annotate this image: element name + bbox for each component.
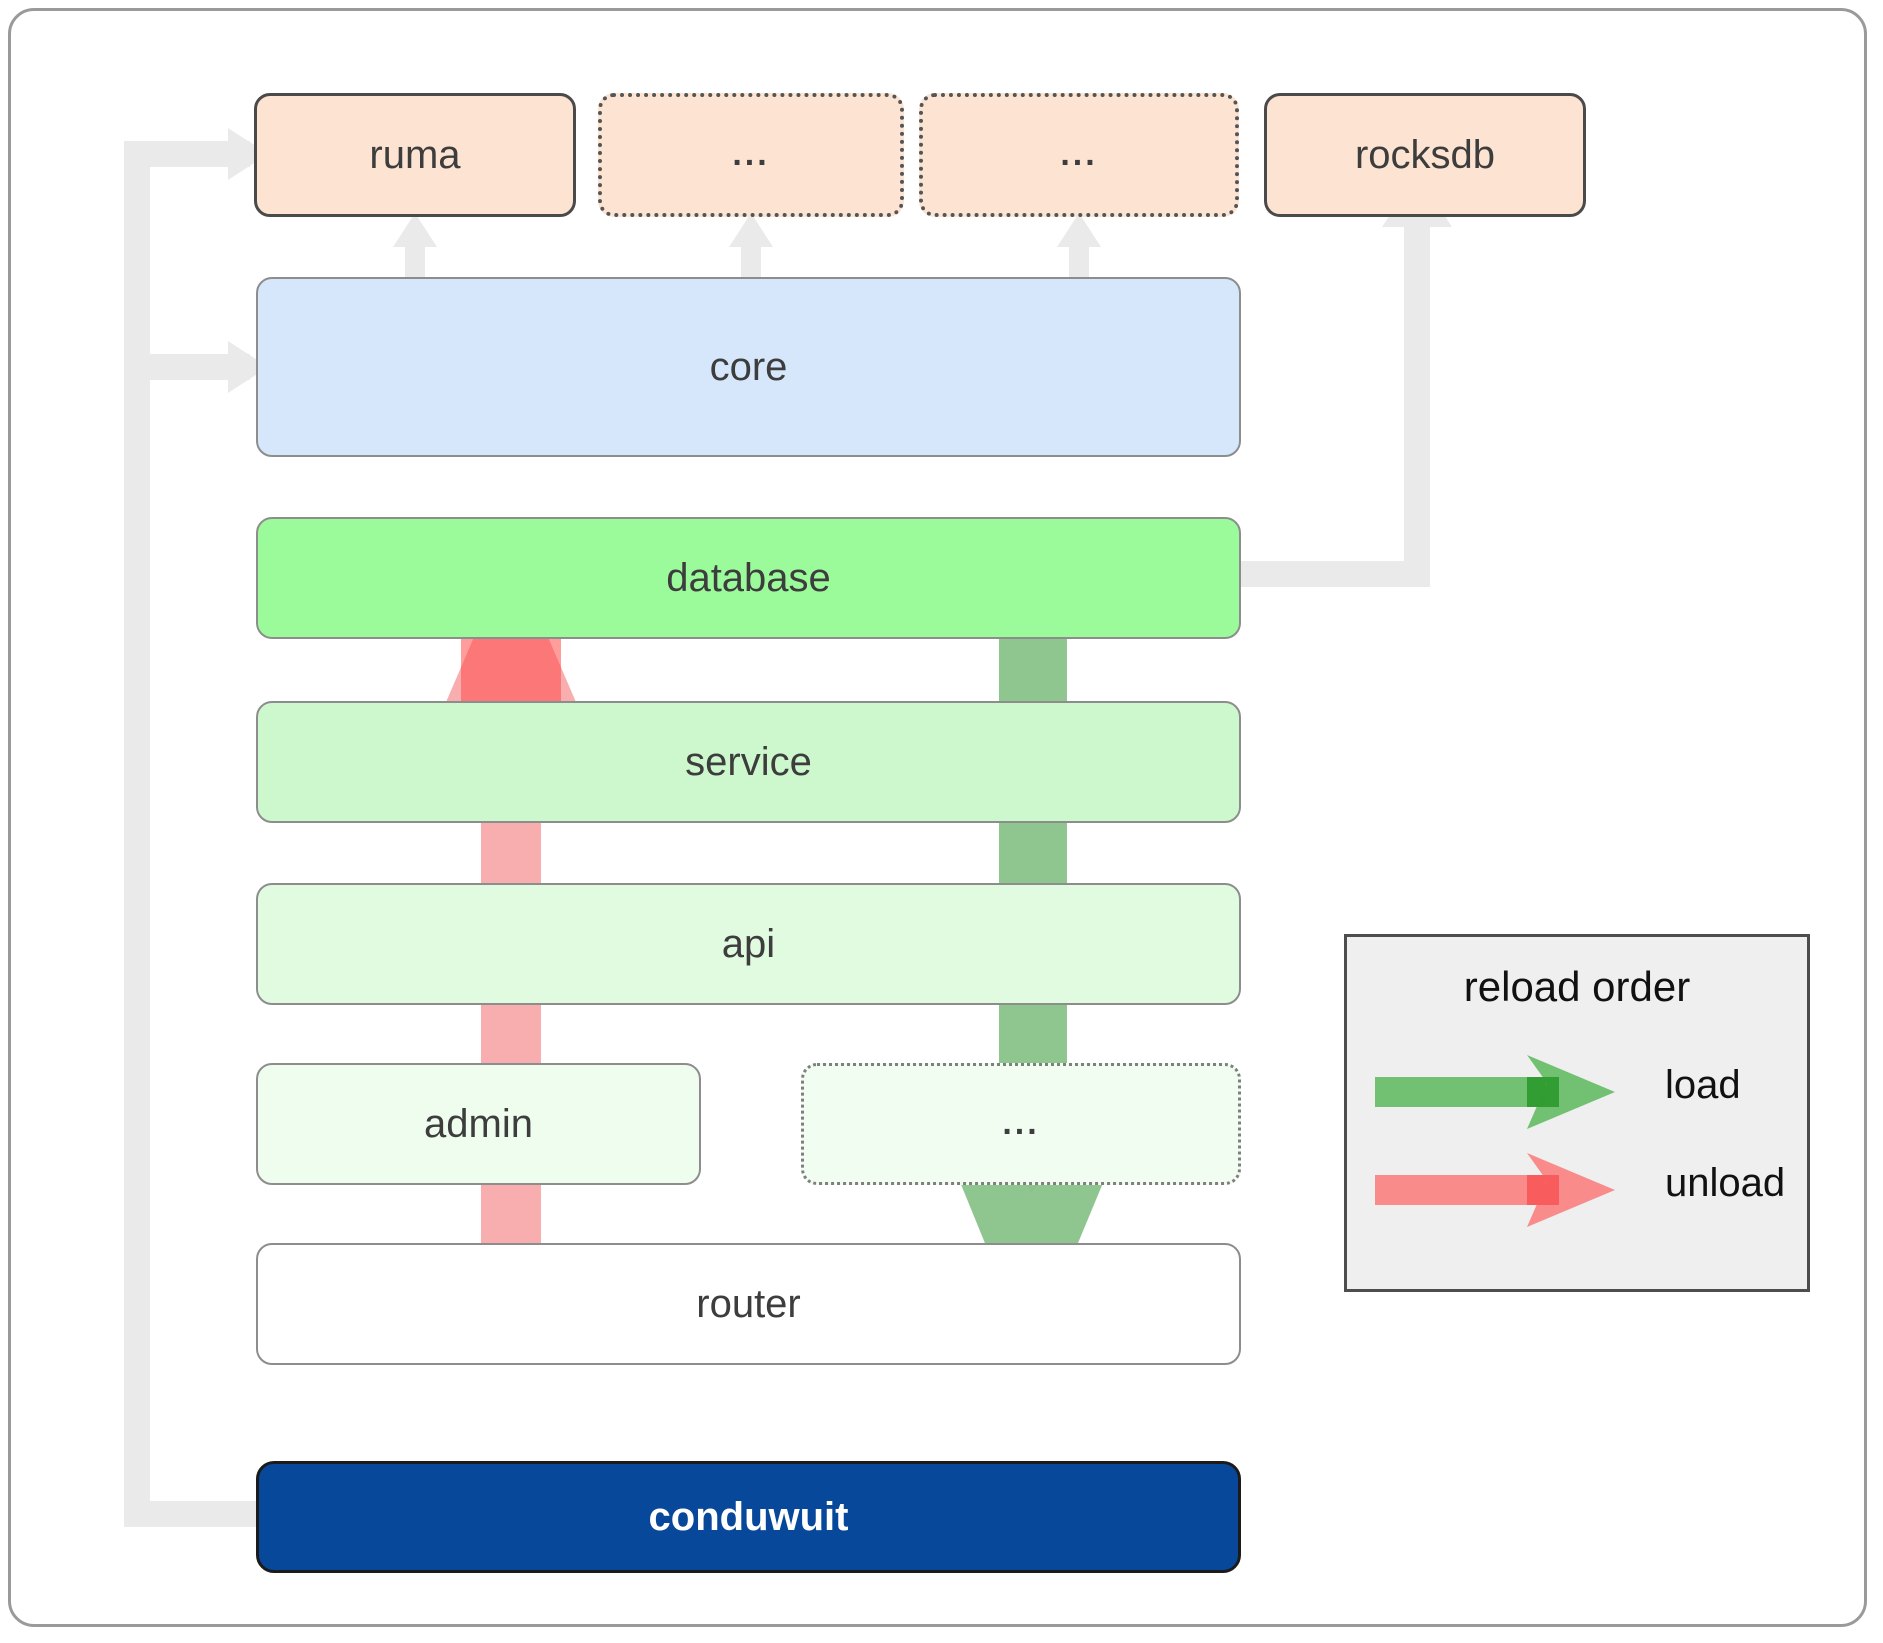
layer-node-database[interactable]: database (256, 517, 1241, 639)
layer-label-api: api (721, 921, 776, 966)
connector-conduwuit-trunk-vertical (124, 141, 150, 1527)
legend-load-arrow-icon (1375, 1055, 1615, 1129)
dependency-label-ellipsis-1: ... (732, 135, 770, 174)
dependency-label-ruma: ruma (369, 132, 461, 177)
layer-node-api[interactable]: api (256, 883, 1241, 1005)
connector-database-to-rocksdb-horizontal (1241, 561, 1418, 587)
layer-node-ellipsis-3[interactable]: ... (801, 1063, 1241, 1185)
legend-row-unload: unload (1347, 1153, 1807, 1227)
legend-title: reload order (1463, 963, 1691, 1010)
layer-node-admin[interactable]: admin (256, 1063, 701, 1185)
dependency-node-ellipsis-2[interactable]: ... (919, 93, 1239, 217)
layer-label-router: router (696, 1281, 801, 1326)
diagram-canvas: ruma ... ... rocksdb core database servi… (8, 8, 1867, 1627)
dependency-node-ruma[interactable]: ruma (254, 93, 576, 217)
connector-core-to-dots2-arrowhead-icon (1057, 213, 1101, 247)
layer-label-service: service (685, 739, 812, 784)
legend-unload-arrow-icon (1375, 1153, 1615, 1227)
dependency-label-rocksdb: rocksdb (1354, 132, 1496, 177)
connector-core-to-ruma-arrowhead-icon (393, 213, 437, 247)
binary-node-conduwuit[interactable]: conduwuit (256, 1461, 1241, 1573)
dependency-label-ellipsis-2: ... (1060, 135, 1098, 174)
layer-label-admin: admin (424, 1101, 533, 1146)
binary-label-conduwuit: conduwuit (648, 1494, 849, 1539)
layer-label-ellipsis-3: ... (1002, 1104, 1040, 1143)
connector-core-to-dots1-arrowhead-icon (729, 213, 773, 247)
layer-label-database: database (666, 555, 831, 600)
legend-row-load: load (1347, 1055, 1807, 1129)
legend-label-load: load (1665, 1063, 1741, 1107)
layer-label-core: core (709, 344, 788, 389)
layer-node-core[interactable]: core (256, 277, 1241, 457)
connector-conduwuit-trunk-horizontal (124, 1501, 269, 1527)
legend-panel: reload order load unload (1344, 934, 1810, 1292)
dependency-node-ellipsis-1[interactable]: ... (598, 93, 904, 217)
dependency-node-rocksdb[interactable]: rocksdb (1264, 93, 1586, 217)
layer-node-router[interactable]: router (256, 1243, 1241, 1365)
layer-node-service[interactable]: service (256, 701, 1241, 823)
legend-label-unload: unload (1665, 1161, 1786, 1205)
connector-database-to-rocksdb-vertical (1404, 223, 1430, 587)
